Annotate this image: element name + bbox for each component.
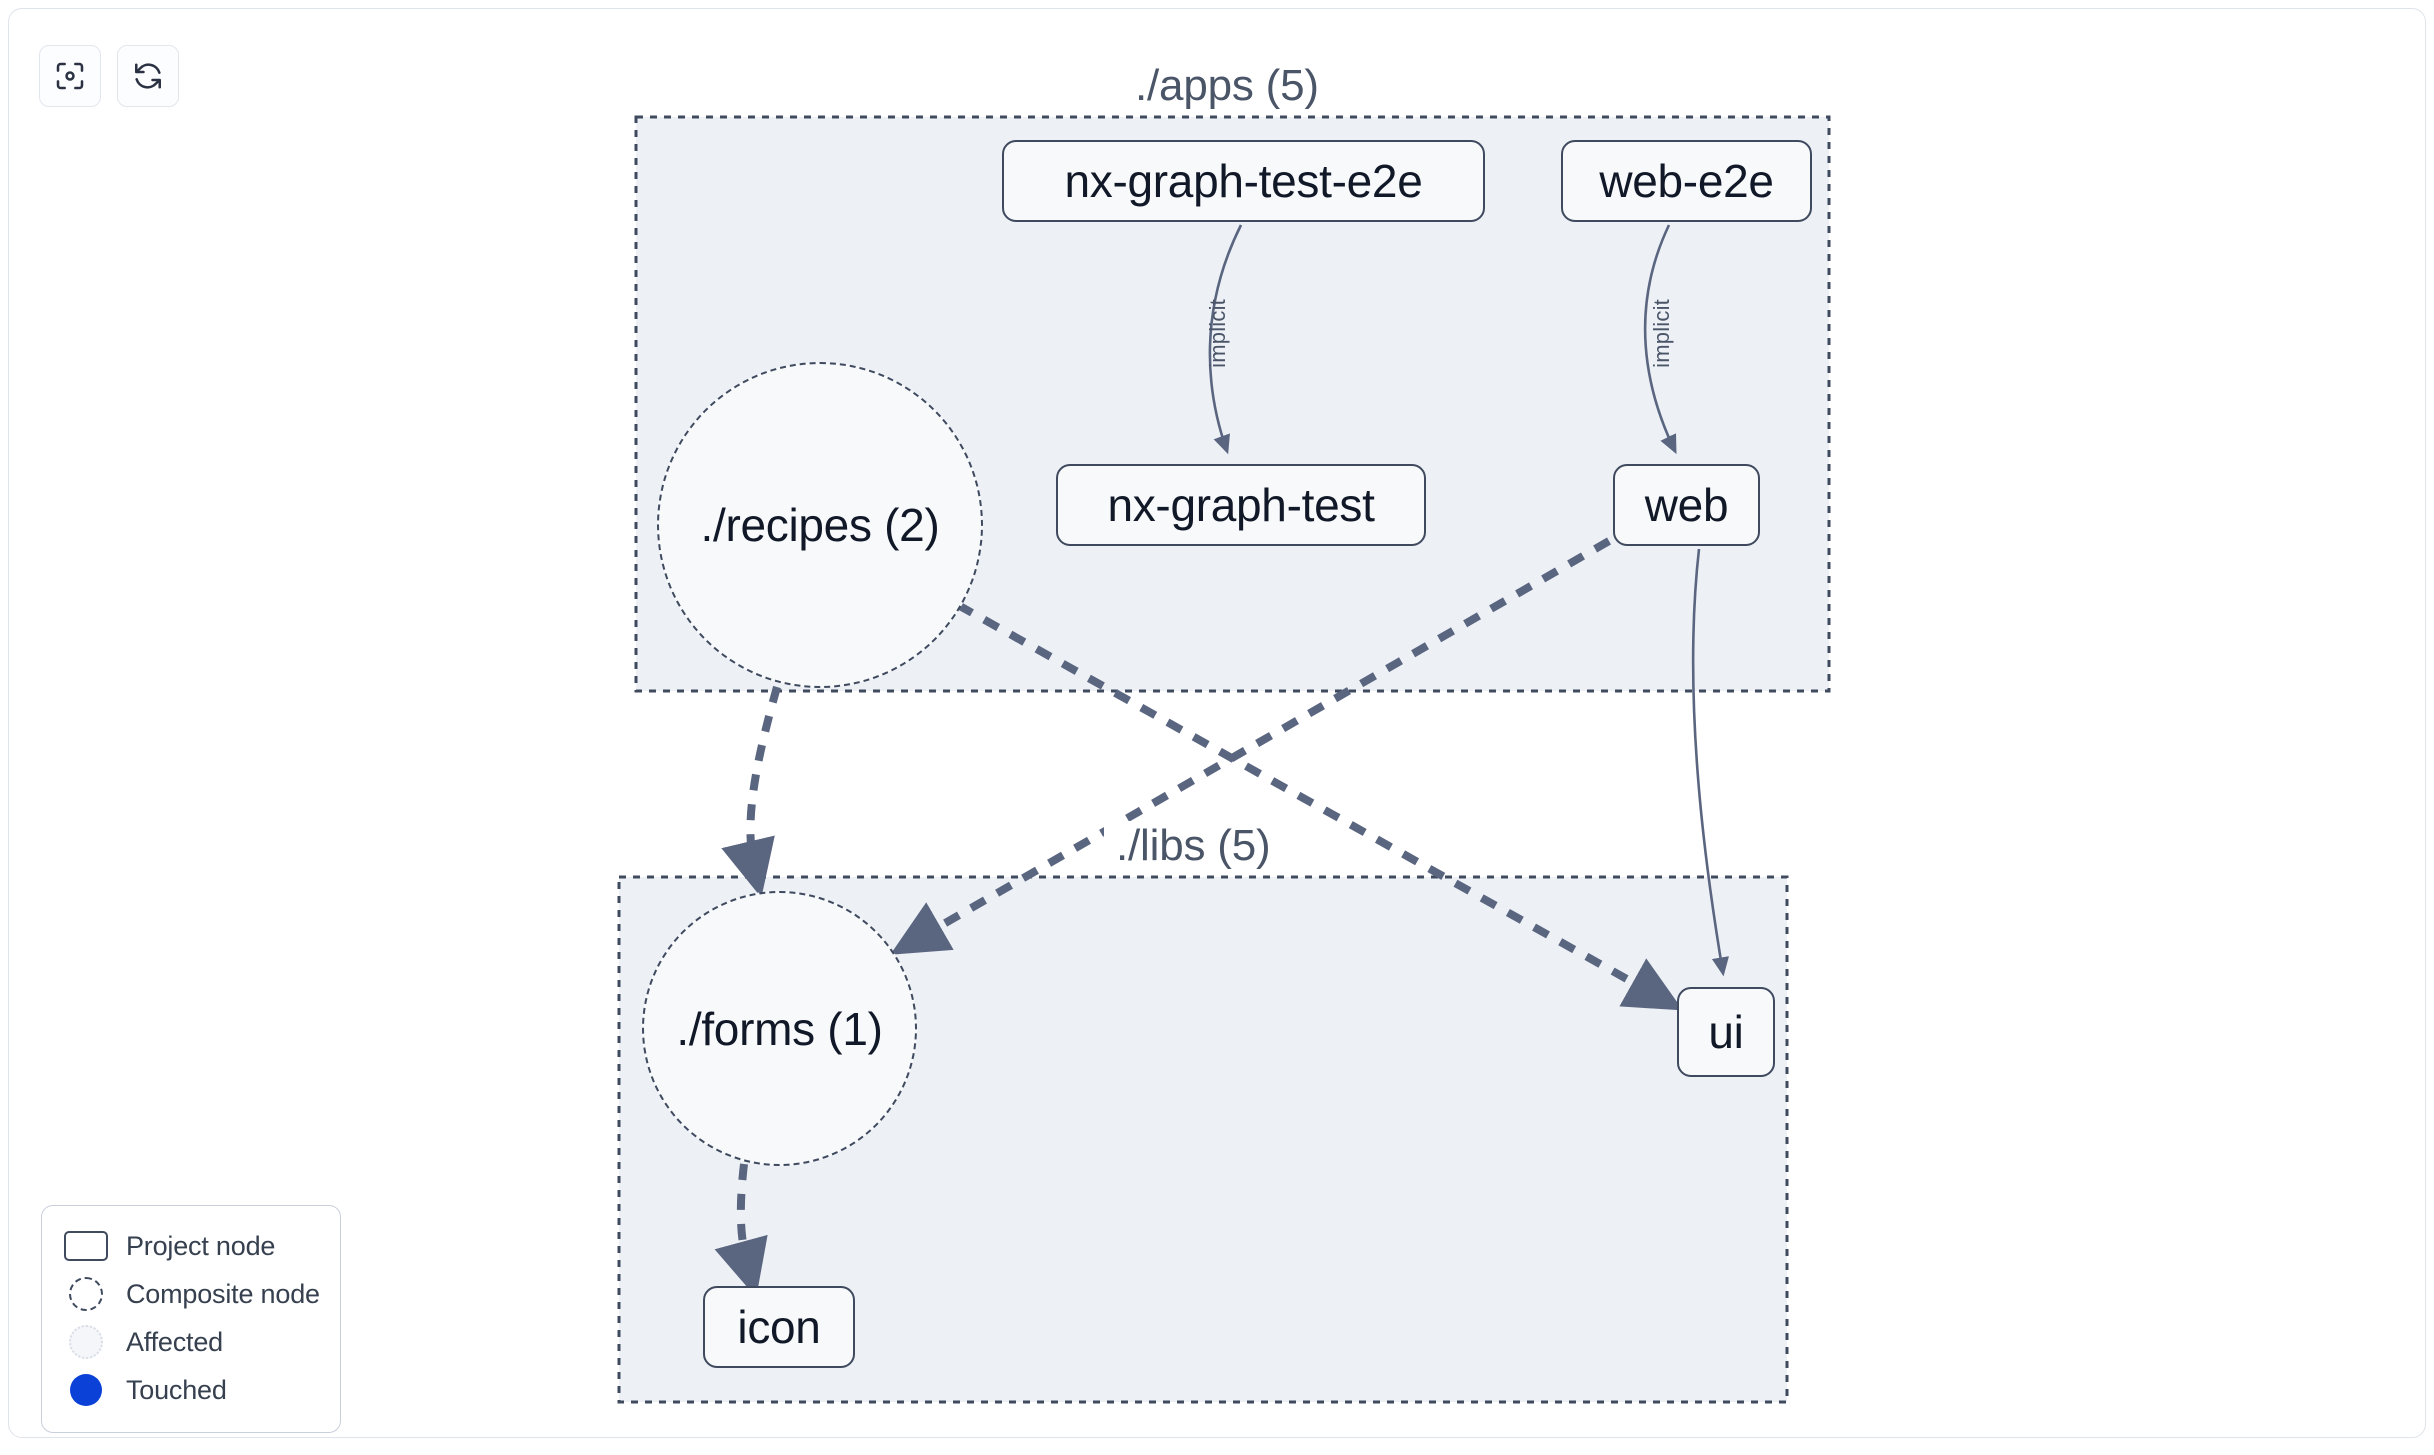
node-web-e2e[interactable]: web-e2e [1561, 140, 1812, 222]
edge-web-e2e-to-web[interactable] [1643, 224, 1677, 455]
graph-legend: Project node Composite node Affected Tou… [41, 1205, 341, 1433]
legend-item-project-node: Project node [60, 1222, 322, 1270]
composite-node-icon [60, 1277, 112, 1311]
edge-recipes-to-forms[interactable] [721, 685, 781, 898]
legend-label-composite-node: Composite node [126, 1278, 320, 1309]
project-node-icon [60, 1231, 112, 1261]
refresh-icon [132, 60, 164, 92]
edge-web-to-forms[interactable] [890, 537, 1611, 955]
legend-item-affected: Affected [60, 1318, 322, 1366]
edge-recipes-to-ui[interactable] [956, 601, 1684, 1011]
edge-nx-graph-test-e2e-to-nx-graph-test[interactable] [1208, 224, 1243, 455]
legend-label-affected: Affected [126, 1326, 223, 1357]
refresh-graph-button[interactable] [117, 45, 179, 107]
node-nx-graph-test-e2e[interactable]: nx-graph-test-e2e [1002, 140, 1485, 222]
legend-item-composite-node: Composite node [60, 1270, 322, 1318]
node-web[interactable]: web [1613, 464, 1760, 546]
node-nx-graph-test[interactable]: nx-graph-test [1056, 464, 1426, 546]
legend-label-touched: Touched [126, 1374, 227, 1405]
node-forms-composite[interactable]: ./forms (1) [642, 891, 917, 1166]
legend-item-touched: Touched [60, 1366, 322, 1414]
legend-label-project-node: Project node [126, 1230, 276, 1261]
graph-toolbar [39, 45, 179, 107]
graph-edges-layer [617, 115, 1831, 1404]
affected-node-icon [60, 1325, 112, 1359]
graph-canvas[interactable]: ./apps (5) ./libs (5) implicit implicit … [8, 8, 2426, 1438]
node-icon[interactable]: icon [703, 1286, 855, 1368]
node-recipes-composite[interactable]: ./recipes (2) [657, 362, 983, 688]
edge-web-to-ui[interactable] [1691, 548, 1729, 977]
focus-target-icon [54, 60, 86, 92]
edge-forms-to-icon[interactable] [714, 1163, 768, 1298]
node-ui[interactable]: ui [1677, 987, 1775, 1077]
focus-graph-button[interactable] [39, 45, 101, 107]
touched-node-icon [60, 1374, 112, 1406]
